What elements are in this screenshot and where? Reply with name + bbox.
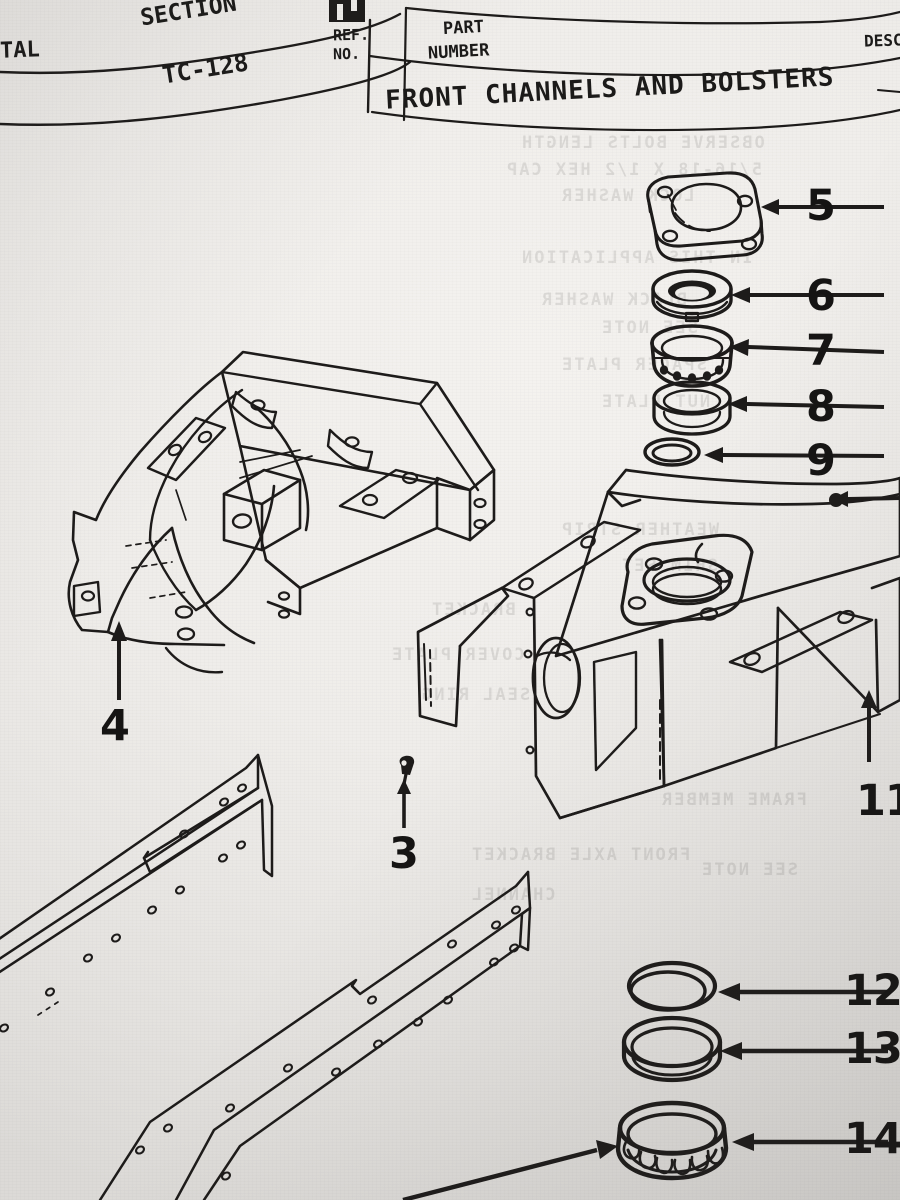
- part-bearing-cup-race: [652, 380, 732, 436]
- kingpin-boss: [620, 533, 754, 626]
- showthrough-line: IN THIS APPLICATION: [520, 248, 753, 268]
- showthrough-line: SPACER PLATE: [560, 355, 707, 375]
- callout-number-13: 13: [844, 1024, 900, 1074]
- callout-leaders: [111, 199, 900, 1200]
- callout-number-11: 11: [856, 776, 900, 826]
- showthrough-line: SEE NOTE: [600, 318, 698, 338]
- showthrough-line: SEAL RING: [420, 685, 531, 705]
- showthrough-line: NUT PLATE: [600, 392, 711, 412]
- part-front-channel-rail-upper: [0, 753, 274, 1033]
- callout-number-9: 9: [806, 436, 836, 486]
- showthrough-line: FRONT AXLE BRACKET: [470, 845, 691, 865]
- part-oil-seal-retainer-ring: [651, 269, 733, 323]
- header-ref-no-line1: REF.: [332, 25, 370, 45]
- header-part-number-line1: PART: [442, 16, 485, 40]
- callout-number-5: 5: [806, 181, 836, 231]
- callout-number-4: 4: [100, 701, 130, 751]
- callout-number-6: 6: [806, 271, 836, 321]
- header-part-number-line2: NUMBER: [427, 40, 490, 64]
- showthrough-line: COVER PLATE: [390, 645, 525, 665]
- part-shim-washer-ring: [643, 437, 701, 467]
- header-left-partial: TAL: [0, 37, 41, 64]
- showthrough-line: WEATHER STRIP: [560, 520, 720, 540]
- part-roller-bearing-assembly: [615, 1100, 729, 1181]
- part-right-front-bolster-casting: [416, 468, 900, 820]
- showthrough-line: SHIM SET: [620, 556, 718, 576]
- showthrough-line: SEE NOTE: [700, 860, 798, 880]
- part-bearing-cup-upper: [626, 960, 718, 1012]
- part-bearing-cap-cover-plate: [646, 171, 764, 262]
- showthrough-line: 5/16-18 X 1/2 HEX CAP: [505, 160, 762, 180]
- part-cotter-pin: [399, 755, 415, 786]
- callout-number-14: 14: [844, 1114, 900, 1164]
- header-ref-no-line2: NO.: [332, 44, 361, 64]
- showthrough-line: BRACKET: [430, 600, 516, 620]
- showthrough-line: LOCK WASHER: [560, 186, 695, 206]
- part-left-front-bolster-casting: [67, 350, 496, 674]
- showthrough-line: CHANNEL: [470, 885, 556, 905]
- showthrough-line: FRAME MEMBER: [660, 790, 807, 810]
- callout-number-3: 3: [389, 829, 419, 879]
- showthrough-line: OBSERVE BOLTS LENGTH: [520, 133, 765, 153]
- showthrough-line: BLACK WASHER: [540, 290, 687, 310]
- callout-number-7: 7: [806, 326, 836, 376]
- callout-number-8: 8: [806, 382, 836, 432]
- header-description-partial: DESC: [863, 30, 900, 51]
- callout-number-12: 12: [844, 966, 900, 1016]
- part-front-channel-rail-lower: [98, 870, 532, 1200]
- part-bearing-race-middle: [621, 1015, 723, 1083]
- brand-logo-icon: [329, 0, 365, 22]
- header-rules: [0, 6, 900, 132]
